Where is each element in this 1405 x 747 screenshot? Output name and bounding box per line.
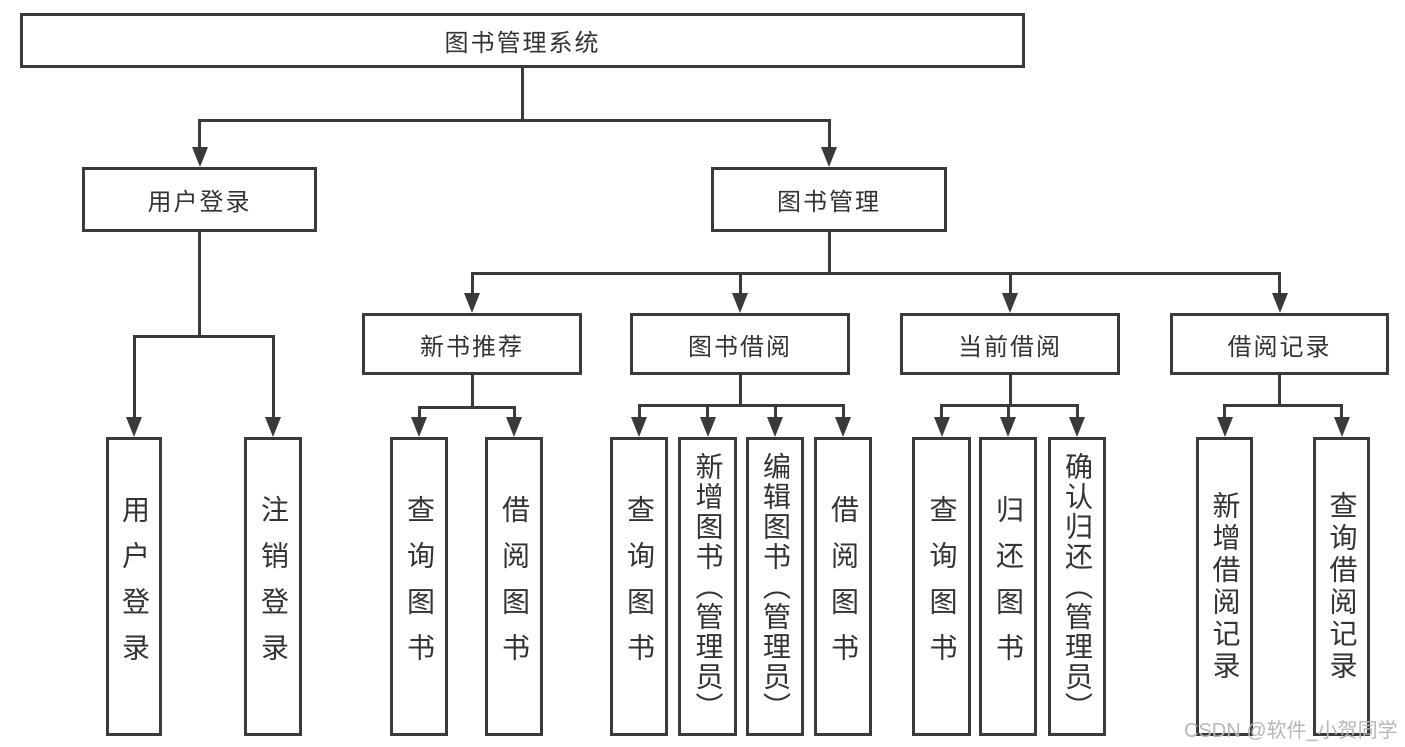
csdn-watermark: CSDN @软件_小贺同学 [1184, 720, 1398, 742]
node-new-book-rec: 新书推荐 [362, 313, 582, 375]
node-leaf-add-book: 新增图书（管理员） [678, 437, 737, 736]
node-label: 新书推荐 [420, 333, 524, 361]
arrow-down-icon [506, 417, 522, 437]
node-book-borrow: 图书借阅 [630, 313, 850, 375]
node-label: 查询图书 [404, 494, 435, 679]
node-label: 查询借阅记录 [1326, 490, 1358, 683]
connector-rail [132, 334, 275, 338]
node-label: 借阅图书 [499, 494, 530, 679]
connector-shaft [271, 336, 275, 421]
connector-shaft [1075, 405, 1079, 421]
arrow-down-icon [1216, 417, 1233, 437]
connector-stub [827, 232, 831, 275]
connector-shaft [827, 120, 831, 151]
connector-stub [198, 232, 201, 338]
arrow-down-icon [1000, 417, 1016, 437]
arrow-down-icon [631, 417, 647, 437]
node-label: 归还图书 [993, 494, 1024, 679]
node-leaf-borrow-book-2: 借阅图书 [814, 437, 872, 736]
arrow-down-icon [265, 417, 281, 437]
connector-shaft [1223, 405, 1226, 421]
node-label: 图书管理系统 [444, 30, 601, 57]
connector-shaft [940, 405, 943, 421]
node-leaf-confirm-return: 确认归还（管理员） [1048, 437, 1106, 736]
node-user-login: 用户登录 [82, 167, 317, 232]
connector-rail [637, 403, 845, 407]
connector-shaft [1340, 405, 1343, 421]
arrow-down-icon [933, 417, 950, 437]
arrow-down-icon [821, 147, 837, 167]
connector-stub [738, 375, 742, 407]
arrow-down-icon [464, 293, 480, 313]
connector-stub [470, 375, 474, 409]
connector-shaft [706, 405, 709, 421]
connector-shaft [417, 407, 421, 421]
arrow-down-icon [732, 293, 748, 313]
connector-shaft [132, 336, 136, 421]
node-label: 新增借阅记录 [1209, 490, 1241, 683]
arrow-down-icon [835, 417, 851, 437]
node-label: 注销登录 [258, 494, 289, 679]
connector-shaft [1008, 273, 1012, 297]
connector-rail [1223, 403, 1343, 407]
node-leaf-logout: 注销登录 [244, 437, 302, 736]
connector-rail [198, 118, 831, 122]
node-borrow-records: 借阅记录 [1170, 313, 1389, 375]
node-leaf-edit-book: 编辑图书（管理员） [746, 437, 804, 736]
connector-rail [417, 405, 516, 409]
node-leaf-query-book-2: 查询图书 [610, 437, 668, 736]
node-label: 当前借阅 [958, 333, 1062, 361]
connector-shaft [512, 407, 516, 421]
connector-shaft [198, 120, 201, 151]
node-label: 确认归还（管理员） [1062, 451, 1093, 722]
node-leaf-add-borrow-rec: 新增借阅记录 [1196, 437, 1253, 736]
arrow-down-icon [1069, 417, 1085, 437]
arrow-down-icon [126, 417, 142, 437]
connector-shaft [1278, 273, 1281, 297]
node-leaf-query-book-1: 查询图书 [390, 437, 448, 736]
node-book-mgmt: 图书管理 [711, 167, 947, 232]
node-label: 查询图书 [624, 494, 655, 679]
connector-shaft [841, 405, 845, 421]
node-leaf-query-borrow-rec: 查询借阅记录 [1313, 437, 1370, 736]
node-leaf-return-book: 归还图书 [979, 437, 1037, 736]
node-label: 用户登录 [119, 494, 150, 679]
node-leaf-user-login: 用户登录 [106, 437, 162, 736]
connector-shaft [773, 405, 777, 421]
node-label: 新增图书（管理员） [692, 451, 724, 722]
connector-shaft [637, 405, 641, 421]
node-leaf-borrow-book-1: 借阅图书 [485, 437, 543, 736]
node-leaf-query-book-3: 查询图书 [912, 437, 971, 736]
connector-shaft [738, 273, 742, 297]
connector-stub [1008, 375, 1012, 407]
node-current-borrow: 当前借阅 [900, 313, 1120, 375]
connector-stub [521, 68, 524, 122]
connector-shaft [470, 273, 474, 297]
connector-rail [470, 271, 1281, 275]
node-label: 用户登录 [147, 189, 252, 216]
arrow-down-icon [767, 417, 783, 437]
node-label: 查询图书 [926, 494, 958, 679]
arrow-down-icon [191, 147, 208, 167]
node-label: 图书管理 [777, 189, 881, 216]
arrow-down-icon [1271, 293, 1288, 313]
node-root: 图书管理系统 [20, 13, 1025, 68]
arrow-down-icon [1333, 417, 1350, 437]
node-label: 借阅图书 [828, 494, 859, 679]
arrow-down-icon [411, 417, 427, 437]
arrow-down-icon [1002, 293, 1018, 313]
node-label: 借阅记录 [1227, 333, 1332, 361]
node-label: 编辑图书（管理员） [760, 451, 791, 722]
node-label: 图书借阅 [688, 333, 792, 361]
arrow-down-icon [699, 417, 716, 437]
connector-shaft [1006, 405, 1010, 421]
connector-stub [1278, 375, 1281, 407]
